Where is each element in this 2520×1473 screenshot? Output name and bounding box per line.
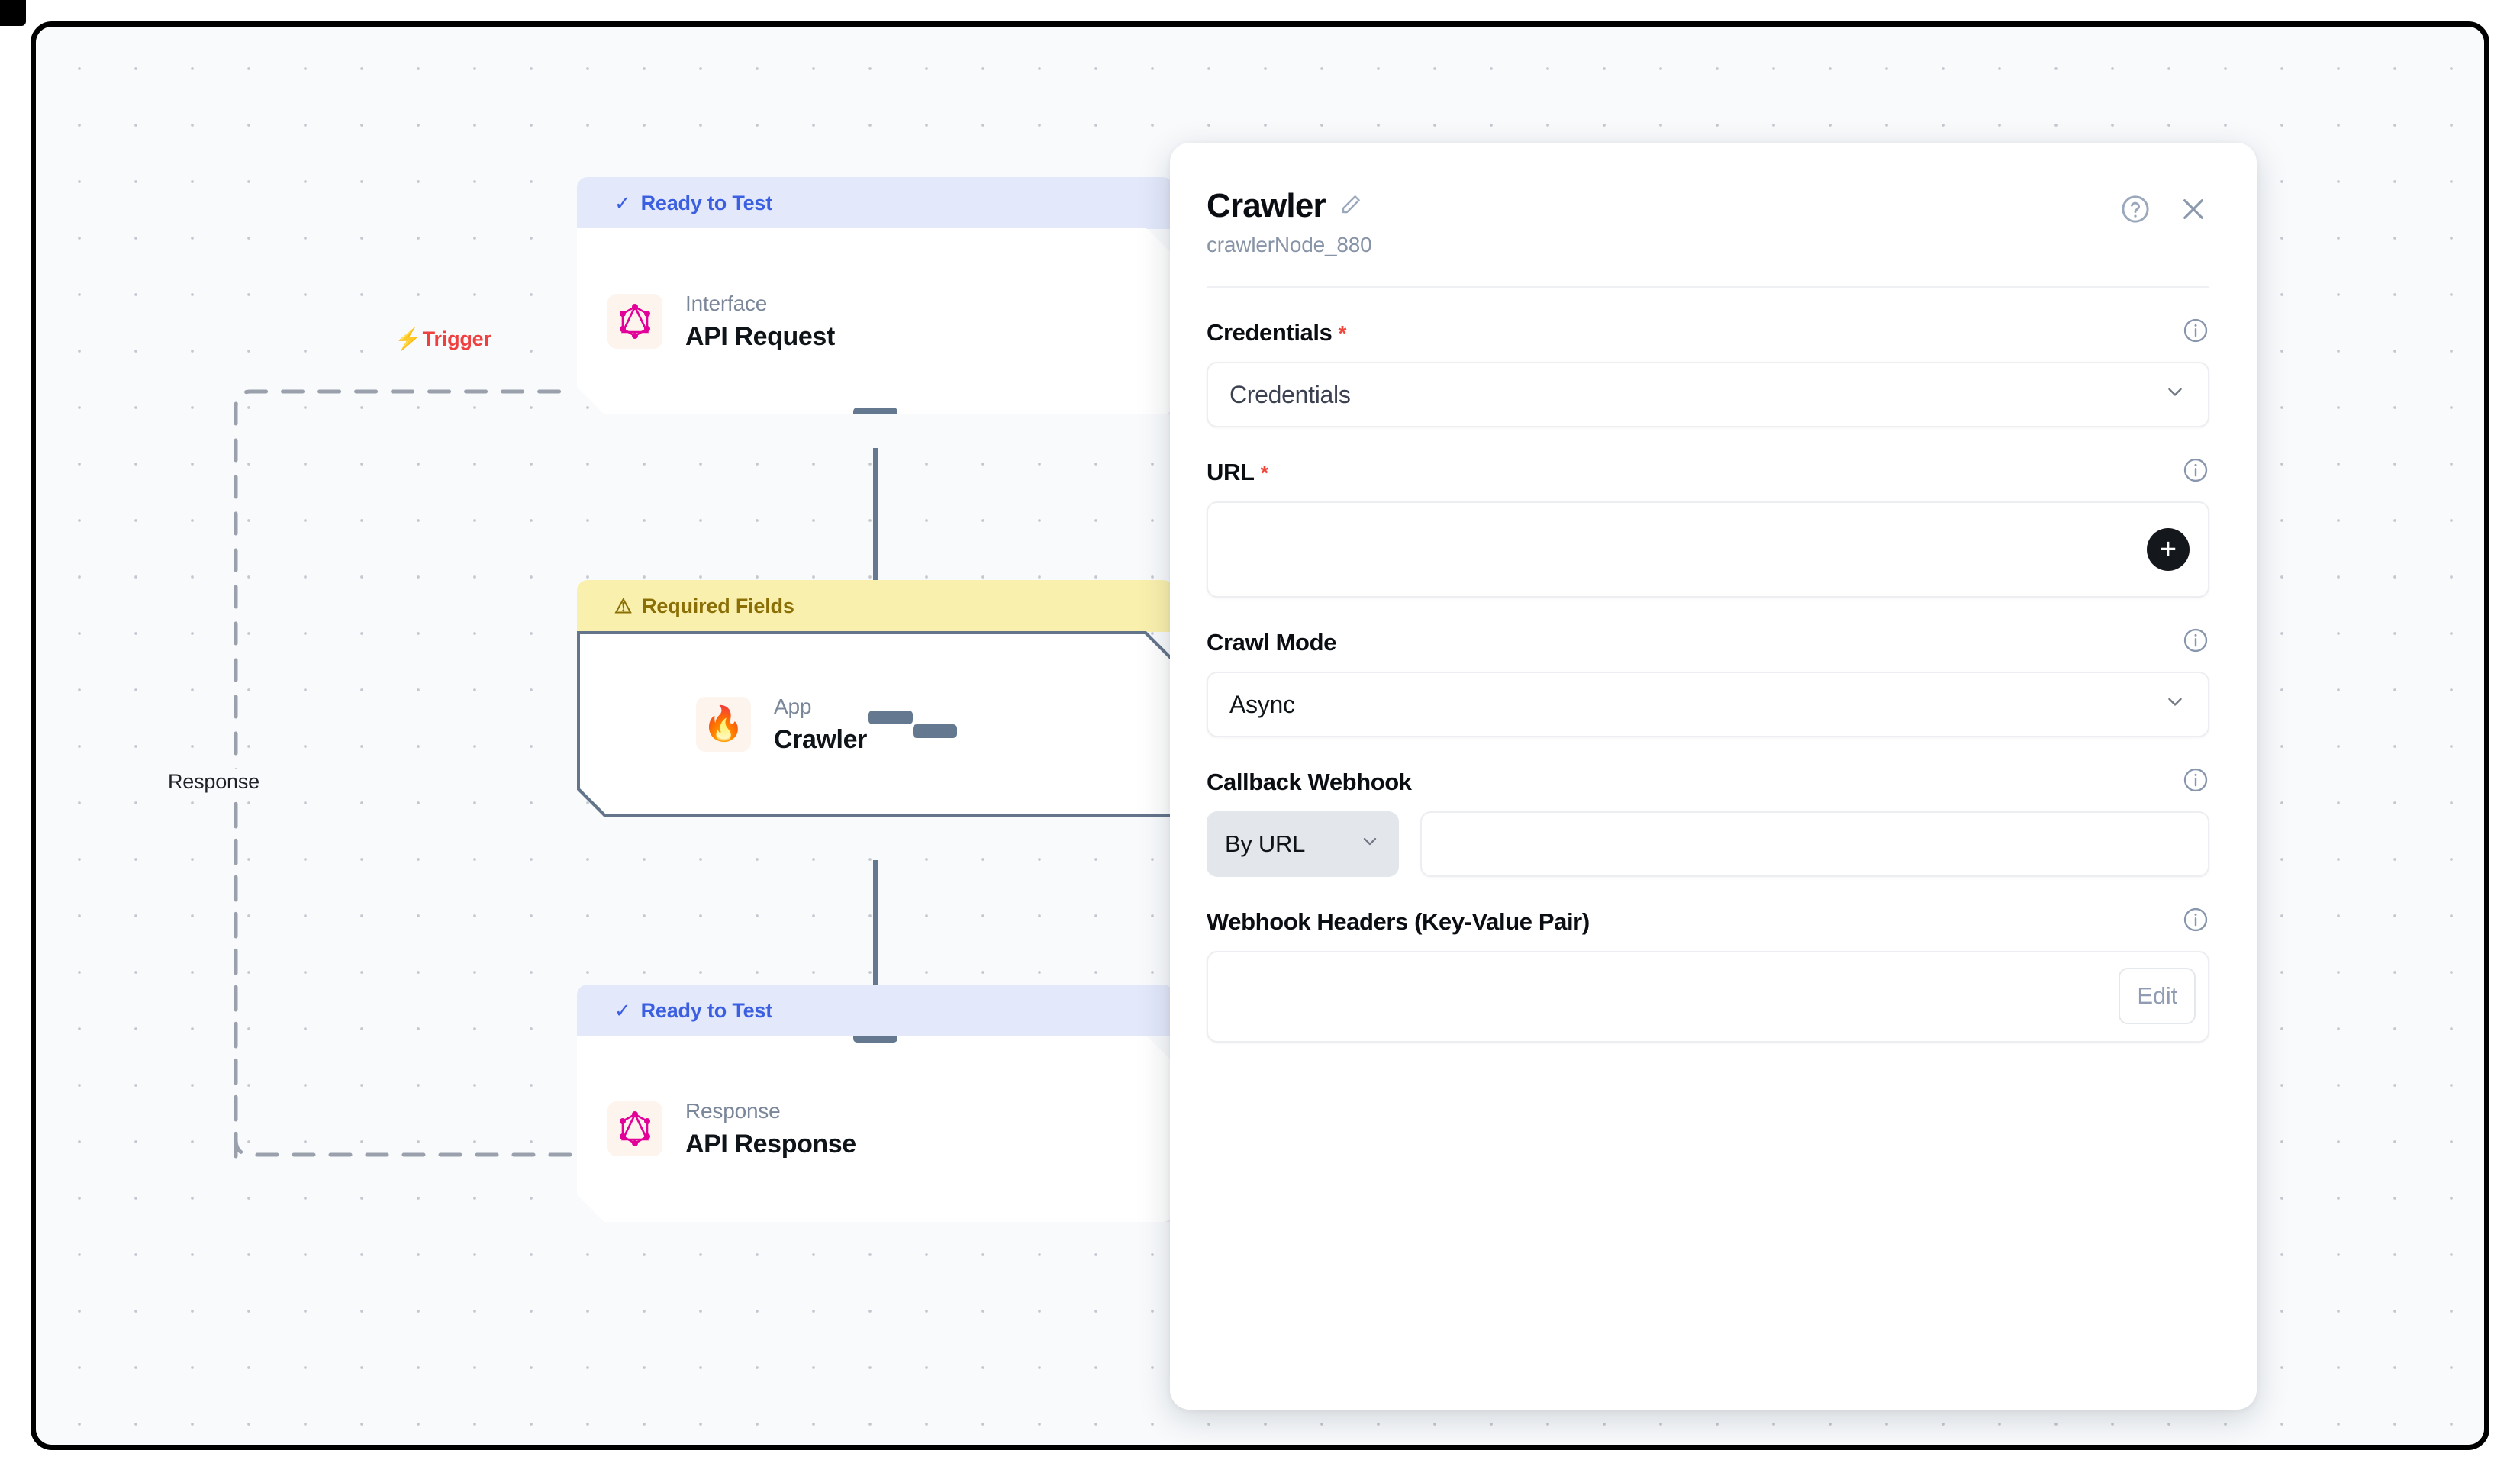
node-status-api-request: ✓ Ready to Test	[577, 177, 1174, 229]
field-label-crawl-mode: Crawl Mode	[1207, 628, 1336, 656]
crawl-mode-select[interactable]: Async	[1207, 672, 2209, 737]
node-api-response[interactable]: ✓ Ready to Test	[577, 984, 1174, 1222]
question-circle-icon[interactable]	[2119, 193, 2151, 229]
node-kind-label: Interface	[685, 291, 768, 315]
field-label-url: URL *	[1207, 458, 1269, 485]
warning-triangle-icon: ⚠	[614, 594, 633, 617]
node-api-request[interactable]: ✓ Ready to Test	[577, 176, 1174, 414]
node-status-label: Ready to Test	[640, 998, 773, 1022]
field-label-callback-webhook: Callback Webhook	[1207, 768, 1412, 795]
node-title-label: API Request	[685, 321, 835, 351]
chevron-down-icon	[1359, 830, 1381, 858]
credentials-select[interactable]: Credentials	[1207, 362, 2209, 427]
add-url-button[interactable]: +	[2147, 528, 2190, 571]
node-config-panel: Crawler crawlerNode_880	[1170, 143, 2257, 1410]
node-status-crawler: ⚠ Required Fields	[577, 580, 1174, 632]
edge-label-response: Response	[162, 769, 266, 795]
webhook-headers-input[interactable]: Edit	[1207, 951, 2209, 1043]
node-body-api-response[interactable]: Response API Response	[577, 1036, 1174, 1222]
lightning-bolt-icon: ⚡	[395, 327, 421, 351]
node-handle-bottom[interactable]	[913, 724, 957, 738]
panel-title: Crawler	[1207, 187, 1326, 224]
info-icon[interactable]	[2182, 317, 2209, 348]
graphql-icon	[607, 1101, 662, 1156]
panel-node-id: crawlerNode_880	[1207, 233, 1372, 256]
node-body-api-request[interactable]: Interface API Request	[577, 228, 1174, 414]
node-status-label: Required Fields	[642, 594, 794, 617]
fire-icon: 🔥	[696, 697, 751, 752]
node-crawler[interactable]: ⚠ Required Fields 🔥 App Crawler	[577, 579, 1174, 817]
field-url: URL * +	[1207, 456, 2209, 598]
node-status-api-response: ✓ Ready to Test	[577, 985, 1174, 1036]
field-crawl-mode: Crawl Mode Async	[1207, 627, 2209, 737]
panel-divider	[1207, 286, 2209, 288]
check-icon: ✓	[614, 998, 631, 1022]
info-icon[interactable]	[2182, 627, 2209, 658]
node-title-label: Crawler	[774, 724, 867, 754]
info-icon[interactable]	[2182, 456, 2209, 488]
field-webhook-headers: Webhook Headers (Key-Value Pair) Edit	[1207, 906, 2209, 1043]
field-label-webhook-headers: Webhook Headers (Key-Value Pair)	[1207, 907, 1590, 935]
required-marker: *	[1260, 460, 1269, 485]
frame-corner-nub	[0, 0, 26, 26]
node-status-label: Ready to Test	[640, 191, 773, 214]
info-icon[interactable]	[2182, 766, 2209, 798]
node-kind-label: Response	[685, 1098, 781, 1123]
required-marker: *	[1338, 321, 1346, 345]
panel-header: Crawler crawlerNode_880	[1207, 187, 2209, 257]
callback-webhook-url-input[interactable]	[1420, 811, 2209, 877]
edge-label-trigger-text: Trigger	[422, 327, 491, 350]
chevron-down-icon	[2164, 690, 2186, 719]
node-kind-label: App	[774, 694, 812, 718]
url-input[interactable]: +	[1207, 501, 2209, 598]
callback-webhook-mode-value: By URL	[1225, 830, 1306, 857]
node-body-crawler[interactable]: 🔥 App Crawler	[577, 631, 1174, 817]
app-frame: ⚡Trigger Response ✓ Ready to Test	[31, 21, 2489, 1450]
credentials-select-value: Credentials	[1229, 380, 1351, 408]
close-icon[interactable]	[2177, 193, 2209, 229]
graphql-icon	[607, 294, 662, 349]
field-label-credentials: Credentials *	[1207, 318, 1346, 346]
field-callback-webhook: Callback Webhook By URL	[1207, 766, 2209, 877]
edge-label-trigger: ⚡Trigger	[388, 326, 498, 353]
pencil-icon[interactable]	[1339, 193, 1362, 220]
crawl-mode-select-value: Async	[1229, 690, 1295, 718]
callback-webhook-mode-select[interactable]: By URL	[1207, 811, 1399, 877]
node-title-label: API Response	[685, 1129, 856, 1159]
info-icon[interactable]	[2182, 906, 2209, 937]
chevron-down-icon	[2164, 380, 2186, 409]
node-handle-top[interactable]	[868, 711, 913, 724]
webhook-headers-edit-button[interactable]: Edit	[2119, 968, 2196, 1024]
check-icon: ✓	[614, 191, 631, 214]
field-credentials: Credentials * Credentials	[1207, 317, 2209, 427]
